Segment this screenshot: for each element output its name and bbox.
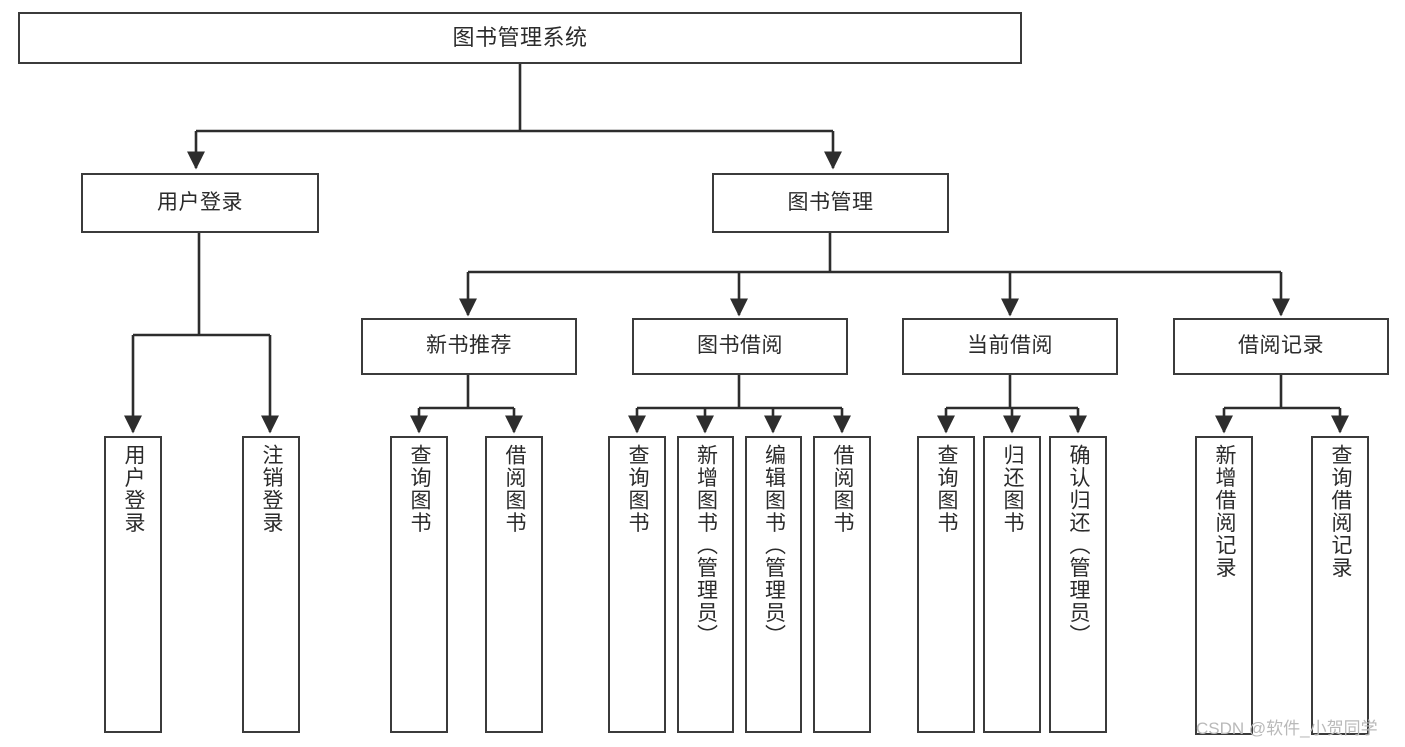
node-leaf-query-borrow-record[interactable]: 查询借阅记录 (1311, 436, 1369, 735)
node-book-management-label: 图书管理 (787, 190, 874, 214)
node-leaf-borrow-book-1[interactable]: 借阅图书 (485, 436, 543, 733)
node-leaf-logout-login-label: 注销登录 (260, 444, 284, 534)
node-leaf-confirm-return-admin[interactable]: 确认归还（管理员） (1049, 436, 1107, 733)
node-current-borrow[interactable]: 当前借阅 (902, 318, 1118, 375)
node-leaf-user-login[interactable]: 用户登录 (104, 436, 162, 733)
node-leaf-add-book-admin-label: 新增图书（管理员） (694, 444, 718, 647)
node-root[interactable]: 图书管理系统 (18, 12, 1022, 64)
node-leaf-query-book-3-label: 查询图书 (935, 444, 959, 534)
node-leaf-return-book-label: 归还图书 (1001, 444, 1025, 534)
node-leaf-query-book-3[interactable]: 查询图书 (917, 436, 975, 733)
node-leaf-borrow-book-2-label: 借阅图书 (831, 444, 855, 534)
watermark-text: CSDN @软件_小贺同学 (1196, 719, 1378, 738)
node-leaf-return-book[interactable]: 归还图书 (983, 436, 1041, 733)
node-leaf-add-book-admin[interactable]: 新增图书（管理员） (677, 436, 734, 733)
node-leaf-query-book-2-label: 查询图书 (626, 444, 650, 534)
node-leaf-query-book-1-label: 查询图书 (408, 444, 432, 534)
node-borrow-record-label: 借阅记录 (1238, 334, 1324, 358)
node-leaf-borrow-book-2[interactable]: 借阅图书 (813, 436, 871, 733)
node-book-management[interactable]: 图书管理 (712, 173, 949, 233)
node-new-book-recommend[interactable]: 新书推荐 (361, 318, 577, 375)
node-current-borrow-label: 当前借阅 (967, 334, 1053, 358)
node-leaf-add-borrow-record[interactable]: 新增借阅记录 (1195, 436, 1253, 735)
node-book-borrow[interactable]: 图书借阅 (632, 318, 848, 375)
node-leaf-query-borrow-record-label: 查询借阅记录 (1329, 444, 1353, 579)
node-book-borrow-label: 图书借阅 (697, 334, 783, 358)
node-root-label: 图书管理系统 (452, 25, 588, 51)
node-leaf-logout-login[interactable]: 注销登录 (242, 436, 300, 733)
node-user-login[interactable]: 用户登录 (81, 173, 319, 233)
node-leaf-add-borrow-record-label: 新增借阅记录 (1213, 444, 1237, 579)
node-leaf-confirm-return-admin-label: 确认归还（管理员） (1067, 444, 1091, 647)
node-leaf-query-book-1[interactable]: 查询图书 (390, 436, 448, 733)
node-leaf-edit-book-admin[interactable]: 编辑图书（管理员） (745, 436, 802, 733)
node-leaf-edit-book-admin-label: 编辑图书（管理员） (762, 444, 786, 647)
node-leaf-query-book-2[interactable]: 查询图书 (608, 436, 666, 733)
node-user-login-label: 用户登录 (157, 190, 243, 214)
node-borrow-record[interactable]: 借阅记录 (1173, 318, 1389, 375)
node-new-book-recommend-label: 新书推荐 (426, 334, 512, 358)
node-leaf-borrow-book-1-label: 借阅图书 (503, 444, 527, 534)
node-leaf-user-login-label: 用户登录 (122, 444, 146, 534)
